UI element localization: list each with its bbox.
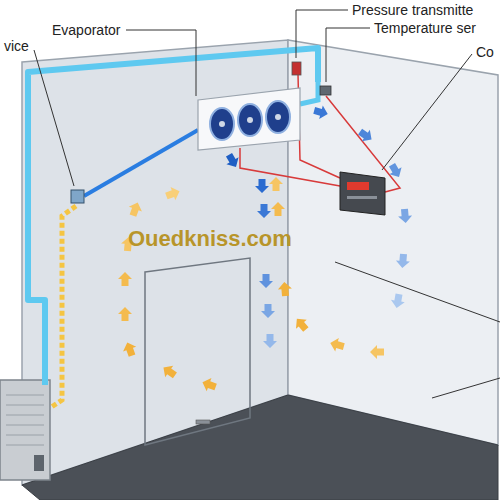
floor — [22, 395, 498, 500]
warm-air-arrows — [118, 177, 384, 394]
leader-line — [126, 30, 196, 96]
controller — [340, 172, 385, 215]
cold-air-arrows — [223, 104, 413, 348]
door-handle — [196, 420, 210, 424]
door-wall — [22, 40, 288, 485]
part-label: Co — [476, 44, 494, 60]
liquid-line — [50, 206, 76, 408]
watermark: Ouedkniss.com — [128, 226, 292, 252]
suction-pipe — [28, 48, 318, 385]
transmitter-wire — [298, 74, 340, 178]
part-label: Evaporator — [52, 22, 120, 38]
leader-line — [296, 10, 348, 58]
leader-line — [34, 50, 74, 186]
side-wall — [288, 40, 498, 445]
evaporator-inlet-pipe — [84, 130, 198, 196]
part-label: vice — [4, 38, 29, 54]
part-label: Pressure transmitte — [352, 2, 473, 18]
evaporator-outlet-pipe — [300, 82, 318, 104]
pressure-transmitter — [292, 62, 301, 75]
leader-line — [326, 28, 370, 82]
expansion-valve — [71, 190, 84, 203]
leader-line — [432, 378, 500, 398]
temperature-sensor — [320, 86, 331, 95]
part-label: Temperature ser — [374, 20, 476, 36]
door — [145, 258, 250, 445]
condensing-unit — [0, 380, 50, 480]
control-wire — [240, 148, 340, 186]
leader-line — [382, 54, 472, 170]
leader-line — [335, 262, 500, 322]
evaporator-unit — [198, 88, 300, 150]
